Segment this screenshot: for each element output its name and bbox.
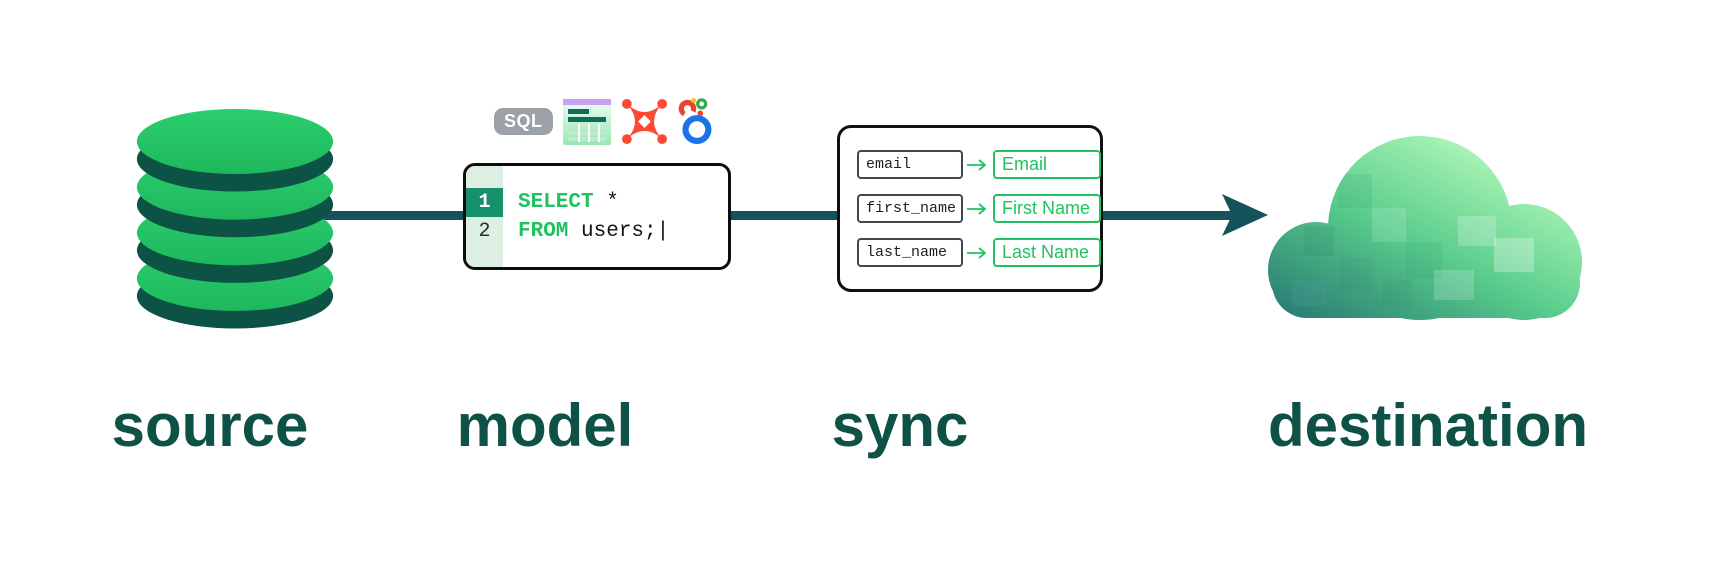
spreadsheet-icon: [562, 99, 611, 145]
source-field: first_name: [857, 194, 963, 223]
looker-icon: [678, 98, 711, 145]
sql-code-block: 1 SELECT * 2 FROM users;|: [463, 163, 731, 270]
line-number: 2: [478, 219, 491, 243]
source-field: last_name: [857, 238, 963, 267]
stage-label-sync: sync: [831, 392, 969, 459]
stage-label-destination: destination: [1267, 392, 1589, 459]
mapping-arrow-icon: [967, 246, 987, 259]
sql-keyword: SELECT: [518, 190, 594, 214]
destination-field: Email: [993, 150, 1101, 179]
mapping-row: last_name Last Name: [857, 238, 1101, 267]
text-cursor: |: [656, 219, 670, 243]
stage-label-source: source: [111, 392, 309, 459]
destination-field: Last Name: [993, 238, 1101, 267]
field-mapping-box: email Email first_name First Name last_n…: [837, 125, 1103, 292]
destination-field: First Name: [993, 194, 1101, 223]
code-line: 1 SELECT *: [466, 187, 728, 217]
code-line: 2 FROM users;|: [466, 217, 728, 246]
code-text: FROM users;|: [518, 220, 669, 243]
cloud-icon: [1268, 136, 1582, 320]
mapping-arrow-icon: [967, 202, 987, 215]
pipeline-arrowhead-icon: [1222, 194, 1268, 236]
source-field: email: [857, 150, 963, 179]
line-number: 1: [466, 187, 503, 217]
dbt-icon: [621, 98, 667, 144]
sql-rest: *: [593, 190, 619, 214]
sql-keyword: FROM: [518, 219, 569, 243]
stage-label-model: model: [456, 392, 634, 459]
mapping-arrow-icon: [967, 158, 987, 171]
database-icon: [136, 109, 334, 329]
sql-badge: SQL: [494, 107, 553, 135]
mapping-row: email Email: [857, 150, 1101, 179]
pipeline-arrow-line: [270, 211, 1232, 220]
code-gutter: [466, 166, 503, 267]
model-tool-icons: SQL: [494, 94, 715, 148]
sql-rest: users;: [568, 219, 657, 243]
code-text: SELECT *: [518, 191, 619, 214]
mapping-row: first_name First Name: [857, 194, 1101, 223]
